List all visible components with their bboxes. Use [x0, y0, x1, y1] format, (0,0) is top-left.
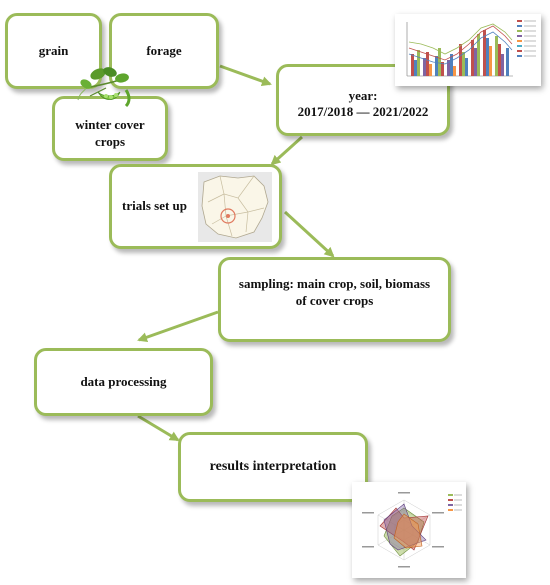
- arrow-processing-to-results: [137, 414, 180, 442]
- sampling-line2: of cover crops: [295, 292, 374, 308]
- winter-cover-crops-line2: crops: [94, 133, 126, 149]
- region-map-thumbnail: [198, 172, 272, 242]
- winter-cover-crops-line1: winter cover: [75, 117, 145, 133]
- data-processing-box: data processing: [34, 348, 213, 416]
- pea-plant-icon: [77, 67, 131, 108]
- sampling-box: sampling: main crop, soil, biomass of co…: [218, 257, 451, 342]
- sampling-line1: sampling: main crop, soil, biomass: [238, 276, 431, 292]
- arrow-forage-to-year: [219, 64, 272, 86]
- arrow-year-to-trials: [270, 135, 304, 166]
- radar-chart-thumbnail: [352, 482, 466, 578]
- year-range: 2017/2018 — 2021/2022: [297, 104, 429, 119]
- grain-label: grain: [38, 42, 69, 58]
- grain-box: grain: [5, 13, 102, 89]
- trials-set-up-label: trials set up: [122, 198, 187, 214]
- year-label: year:: [348, 87, 378, 103]
- forage-label: forage: [146, 42, 182, 58]
- arrow-sampling-to-processing: [137, 310, 219, 343]
- data-processing-label: data processing: [80, 373, 167, 389]
- results-interpretation-label: results interpretation: [209, 459, 337, 475]
- arrow-trials-to-sampling: [283, 210, 335, 258]
- results-interpretation-box: results interpretation: [178, 432, 368, 502]
- bar-line-chart-thumbnail: [395, 14, 541, 86]
